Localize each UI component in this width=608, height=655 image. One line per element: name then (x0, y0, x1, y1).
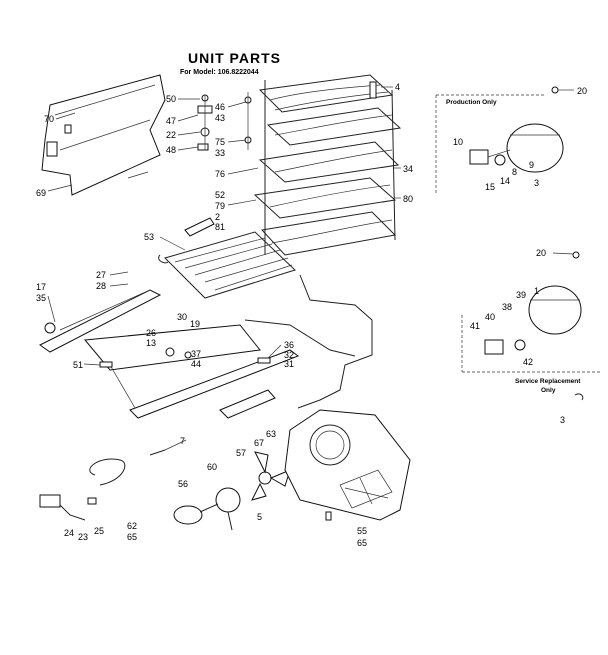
label-23: 23 (78, 532, 88, 542)
label-65a: 65 (127, 532, 137, 542)
part-labels: 70 69 50 47 22 48 46 43 75 33 76 52 79 2… (36, 82, 587, 548)
label-22: 22 (166, 130, 176, 140)
service-replacement-note-2: Only (541, 387, 556, 394)
label-56: 56 (178, 479, 188, 489)
label-30: 30 (177, 312, 187, 322)
label-57: 57 (236, 448, 246, 458)
label-9: 9 (529, 160, 534, 170)
label-53: 53 (144, 232, 154, 242)
label-44: 44 (191, 359, 201, 369)
refrigerant-tubing (244, 274, 373, 409)
label-20a: 20 (577, 86, 587, 96)
label-13: 13 (146, 338, 156, 348)
fan-shroud (284, 409, 411, 521)
defrost-heater (158, 231, 296, 299)
label-55: 55 (357, 526, 367, 536)
label-2: 2 (215, 212, 220, 222)
label-46: 46 (215, 102, 225, 112)
label-7: 7 (180, 436, 185, 446)
fan-bracket (219, 389, 276, 419)
service-replacement-note-1: Service Replacement (515, 378, 581, 385)
label-69: 69 (36, 188, 46, 198)
label-76: 76 (215, 169, 225, 179)
label-1: 1 (534, 286, 539, 296)
label-41: 41 (470, 321, 480, 331)
service-replacement-inset (461, 251, 600, 401)
label-38: 38 (502, 302, 512, 312)
evaporator-cover-panel (41, 74, 166, 196)
label-67: 67 (254, 438, 264, 448)
label-51: 51 (73, 360, 83, 370)
label-8: 8 (512, 167, 517, 177)
label-4: 4 (395, 82, 400, 92)
label-10: 10 (453, 137, 463, 147)
production-only-note: Production Only (446, 99, 497, 106)
label-63: 63 (266, 429, 276, 439)
label-36: 36 (284, 340, 294, 350)
unit-frame (39, 289, 300, 419)
label-31: 31 (284, 359, 294, 369)
label-70: 70 (44, 114, 54, 124)
label-81: 81 (215, 222, 225, 232)
label-40: 40 (485, 312, 495, 322)
label-26: 26 (146, 328, 156, 338)
label-60: 60 (207, 462, 217, 472)
label-47: 47 (166, 116, 176, 126)
label-27: 27 (96, 270, 106, 280)
label-3a: 3 (534, 178, 539, 188)
model-subtitle: For Model: 106.8222044 (180, 69, 259, 76)
label-20b: 20 (536, 248, 546, 258)
diagram-title: UNIT PARTS (188, 50, 281, 66)
label-79: 79 (215, 201, 225, 211)
label-24: 24 (64, 528, 74, 538)
screw-7 (149, 449, 166, 456)
label-39: 39 (516, 290, 526, 300)
heater-clip (184, 217, 215, 237)
label-33: 33 (215, 148, 225, 158)
label-32: 32 (284, 350, 294, 360)
label-25: 25 (94, 526, 104, 536)
label-15: 15 (485, 182, 495, 192)
label-37: 37 (191, 349, 201, 359)
fan-blade (251, 451, 291, 501)
label-80: 80 (403, 194, 413, 204)
label-42: 42 (523, 357, 533, 367)
condenser-fan-motor (173, 487, 241, 531)
leader-lines (47, 86, 574, 451)
power-cord (39, 458, 126, 521)
label-62: 62 (127, 521, 137, 531)
label-48: 48 (166, 145, 176, 155)
label-75: 75 (215, 137, 225, 147)
label-5: 5 (257, 512, 262, 522)
label-43: 43 (215, 113, 225, 123)
label-65b: 65 (357, 538, 367, 548)
production-only-inset (435, 86, 564, 195)
label-14: 14 (500, 176, 510, 186)
label-19: 19 (190, 319, 200, 329)
label-35: 35 (36, 293, 46, 303)
label-50: 50 (166, 94, 176, 104)
evaporator-coil (253, 74, 402, 256)
label-34: 34 (403, 164, 413, 174)
label-52: 52 (215, 190, 225, 200)
label-28: 28 (96, 281, 106, 291)
label-17: 17 (36, 282, 46, 292)
label-3b: 3 (560, 415, 565, 425)
